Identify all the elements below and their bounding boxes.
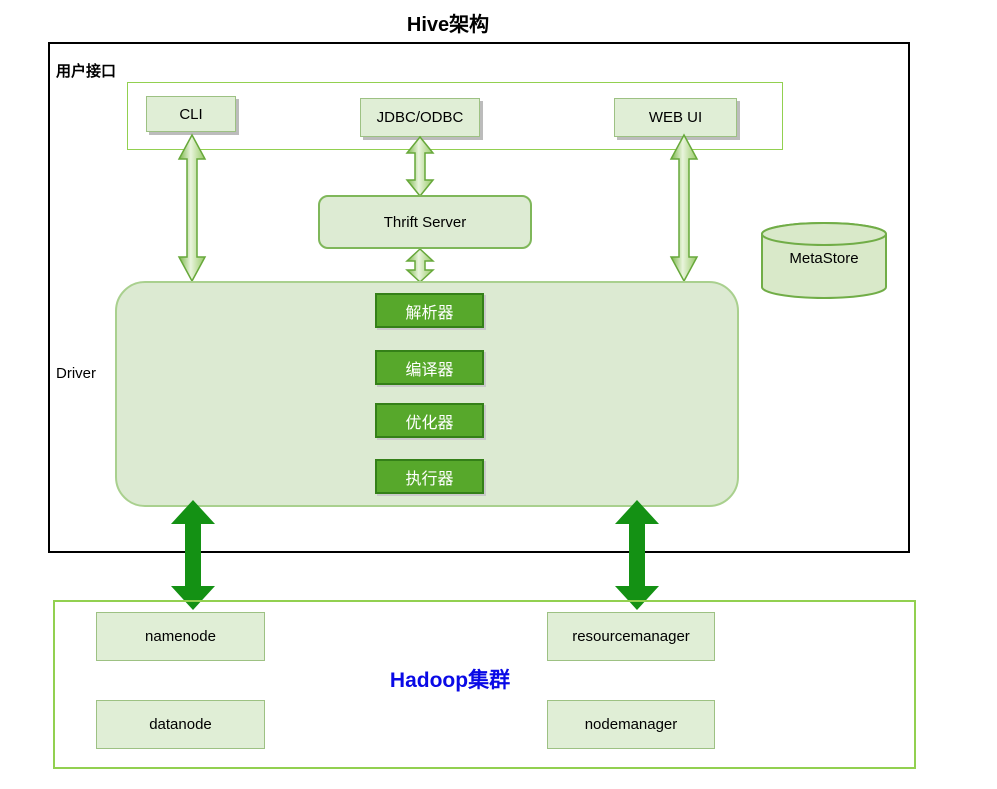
hadoop-cluster-label: Hadoop集群 [389,669,511,692]
compiler-box: 编译器 [375,350,484,385]
executor-box: 执行器 [375,459,484,494]
thrift-driver-arrow [405,247,435,284]
user-interface-container [127,82,783,150]
cli-box: CLI [146,96,236,132]
driver-resourcemanager-arrow [615,500,659,610]
optimizer-box: 优化器 [375,403,484,438]
namenode-box: namenode [96,612,265,661]
cli-driver-arrow [177,133,207,283]
web-ui-box: WEB UI [614,98,737,137]
webui-driver-arrow [669,133,699,283]
diagram-title: Hive架构 [406,14,490,36]
driver-namenode-arrow [171,500,215,610]
hive-outer-box [48,42,910,553]
metastore-label: MetaStore [789,250,859,267]
hadoop-cluster-container [53,600,916,769]
parser-box: 解析器 [375,293,484,328]
nodemanager-box: nodemanager [547,700,715,749]
driver-label: Driver [56,365,96,382]
datanode-box: datanode [96,700,265,749]
user-interface-label: 用户接口 [56,63,117,80]
jdbc-odbc-box: JDBC/ODBC [360,98,480,137]
metastore-cylinder [761,222,887,299]
thrift-server-box: Thrift Server [318,195,532,249]
resourcemanager-box: resourcemanager [547,612,715,661]
jdbc-thrift-arrow [405,135,435,198]
